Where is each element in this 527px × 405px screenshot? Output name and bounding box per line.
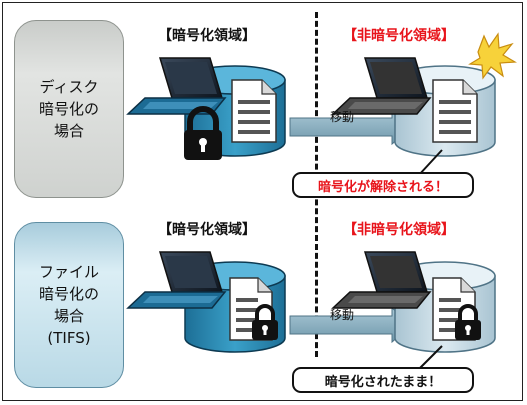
laptop-icon-2 [331, 57, 432, 115]
padlock-icon-2 [252, 304, 278, 340]
decryption-callout: 暗号化が解除される！ [292, 172, 474, 198]
padlock-icon-3 [455, 304, 481, 340]
still-encrypted-callout: 暗号化されたまま！ [292, 367, 474, 393]
callout-pointer-1 [417, 149, 443, 177]
file-encryption-label: ファイル 暗号化の 場合 (TIFS) [14, 222, 124, 388]
laptop-icon-4 [331, 251, 432, 309]
move-label-2: 移動 [330, 308, 355, 322]
document-icon-2 [432, 79, 478, 143]
padlock-icon-1 [184, 106, 222, 160]
unencrypted-region-label-2: 【非暗号化領域】 [343, 222, 455, 238]
callout-pointer-2 [417, 345, 443, 371]
move-label-1: 移動 [330, 110, 355, 124]
laptop-icon-1 [126, 57, 227, 115]
disk-encryption-label: ディスク 暗号化の 場合 [14, 20, 124, 198]
encrypted-region-label-1: 【暗号化領域】 [158, 28, 256, 44]
laptop-icon-3 [126, 251, 227, 309]
flash-icon [468, 32, 517, 80]
encrypted-region-label-2: 【暗号化領域】 [158, 222, 256, 238]
unencrypted-region-label-1: 【非暗号化領域】 [343, 28, 455, 44]
document-icon-1 [231, 79, 277, 143]
